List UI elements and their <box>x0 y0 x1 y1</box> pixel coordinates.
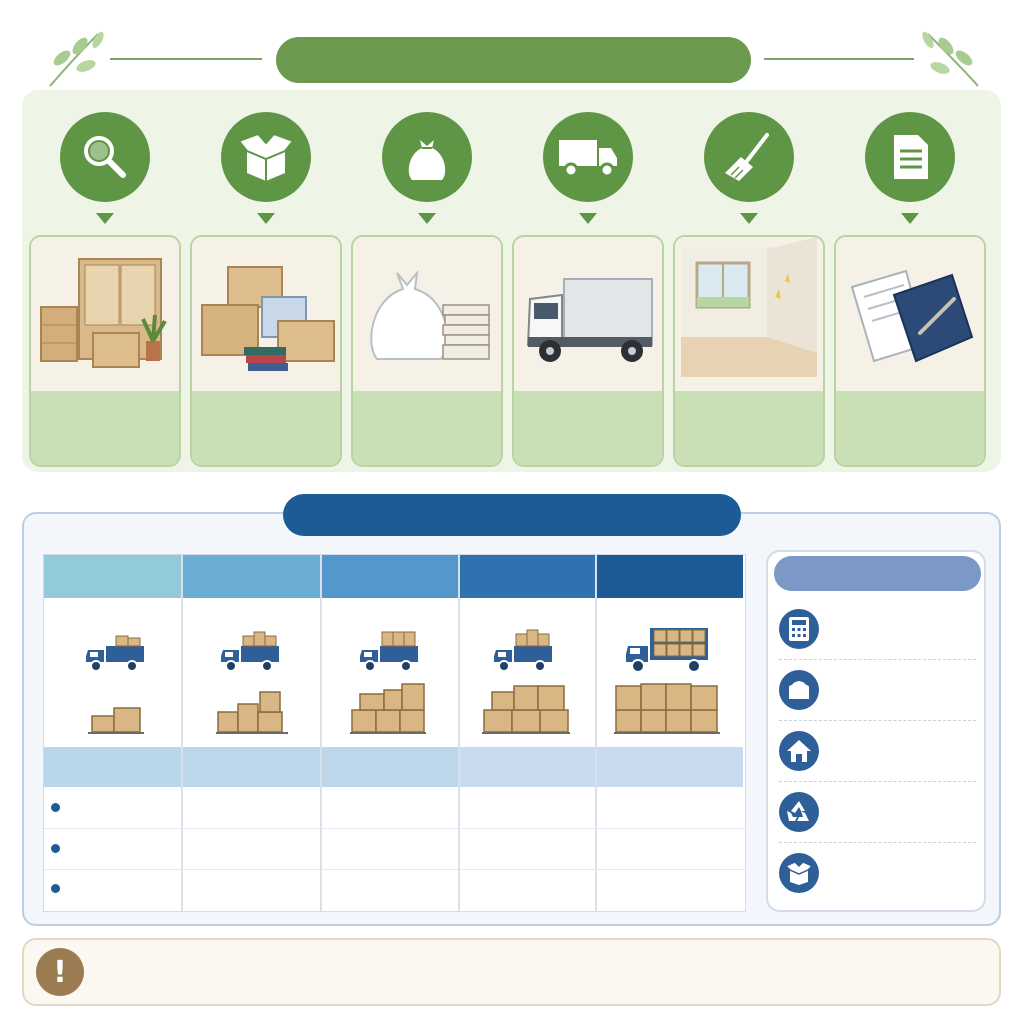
column-divider <box>320 555 322 911</box>
garbage-bag-illustration <box>353 237 501 392</box>
side-separator <box>779 720 976 721</box>
step-card-2 <box>190 235 342 467</box>
step-arrow <box>740 213 758 224</box>
row-bullet-2 <box>51 844 60 853</box>
step-label-6 <box>836 391 984 465</box>
note-bar <box>22 938 1001 1006</box>
side-separator <box>779 781 976 782</box>
sorting-boxes-illustration <box>192 237 340 392</box>
house-icon <box>779 731 819 771</box>
step-label-1 <box>31 391 179 465</box>
broom-icon <box>704 112 794 202</box>
truck-icon <box>543 112 633 202</box>
step-card-1 <box>29 235 181 467</box>
wallet-icon <box>779 670 819 710</box>
row-bullet-1 <box>51 803 60 812</box>
box-stack-3 <box>350 683 426 734</box>
exclamation-icon: ! <box>36 948 84 996</box>
box-stack-1 <box>88 707 144 734</box>
row-divider <box>44 828 745 829</box>
title-rule-right <box>764 58 914 60</box>
calculator-icon <box>779 609 819 649</box>
clean-room-illustration <box>675 237 823 392</box>
document-icon <box>865 112 955 202</box>
column-divider <box>458 555 460 911</box>
plan-header-2 <box>183 555 320 598</box>
box-icon <box>779 853 819 893</box>
box-stack-4 <box>482 685 570 734</box>
step-card-4 <box>512 235 664 467</box>
magnifier-icon <box>60 112 150 202</box>
plan-subheader-1 <box>44 747 181 787</box>
step-arrow <box>579 213 597 224</box>
recycle-icon <box>779 792 819 832</box>
column-divider <box>181 555 183 911</box>
small-truck-icon <box>221 631 279 672</box>
title-rule-left <box>110 58 262 60</box>
plan-subheader-4 <box>460 747 595 787</box>
garbage-bag-icon <box>382 112 472 202</box>
plan-subheader-3 <box>322 747 458 787</box>
step-label-2 <box>192 391 340 465</box>
plans-title-banner <box>283 494 741 536</box>
side-panel-title <box>774 556 981 591</box>
open-box-icon <box>221 112 311 202</box>
small-truck-icon <box>494 629 552 672</box>
plan-subheader-5 <box>597 747 743 787</box>
right-leaf-decoration <box>922 31 979 87</box>
side-separator <box>779 842 976 843</box>
plan-header-1 <box>44 555 181 598</box>
flow-title-banner <box>276 37 751 83</box>
step-label-3 <box>353 391 501 465</box>
column-divider <box>595 555 597 911</box>
side-separator <box>779 659 976 660</box>
step-card-5 <box>673 235 825 467</box>
small-truck-icon <box>360 631 418 672</box>
small-truck-icon <box>86 635 144 672</box>
step-card-6 <box>834 235 986 467</box>
plan-header-3 <box>322 555 458 598</box>
step-arrow <box>257 213 275 224</box>
box-stack-5 <box>614 683 720 734</box>
documents-illustration <box>836 237 984 392</box>
step-card-3 <box>351 235 503 467</box>
step-arrow <box>418 213 436 224</box>
step-arrow <box>901 213 919 224</box>
plan-header-5 <box>597 555 743 598</box>
step-arrow <box>96 213 114 224</box>
box-stack-2 <box>216 691 288 734</box>
left-leaf-decoration <box>49 31 104 87</box>
large-truck-icon <box>626 628 708 673</box>
step-label-4 <box>514 391 662 465</box>
furniture-illustration <box>31 237 179 392</box>
row-divider <box>44 869 745 870</box>
plan-header-4 <box>460 555 595 598</box>
plan-subheader-2 <box>183 747 320 787</box>
row-bullet-3 <box>51 884 60 893</box>
step-label-5 <box>675 391 823 465</box>
truck-illustration <box>514 237 662 392</box>
